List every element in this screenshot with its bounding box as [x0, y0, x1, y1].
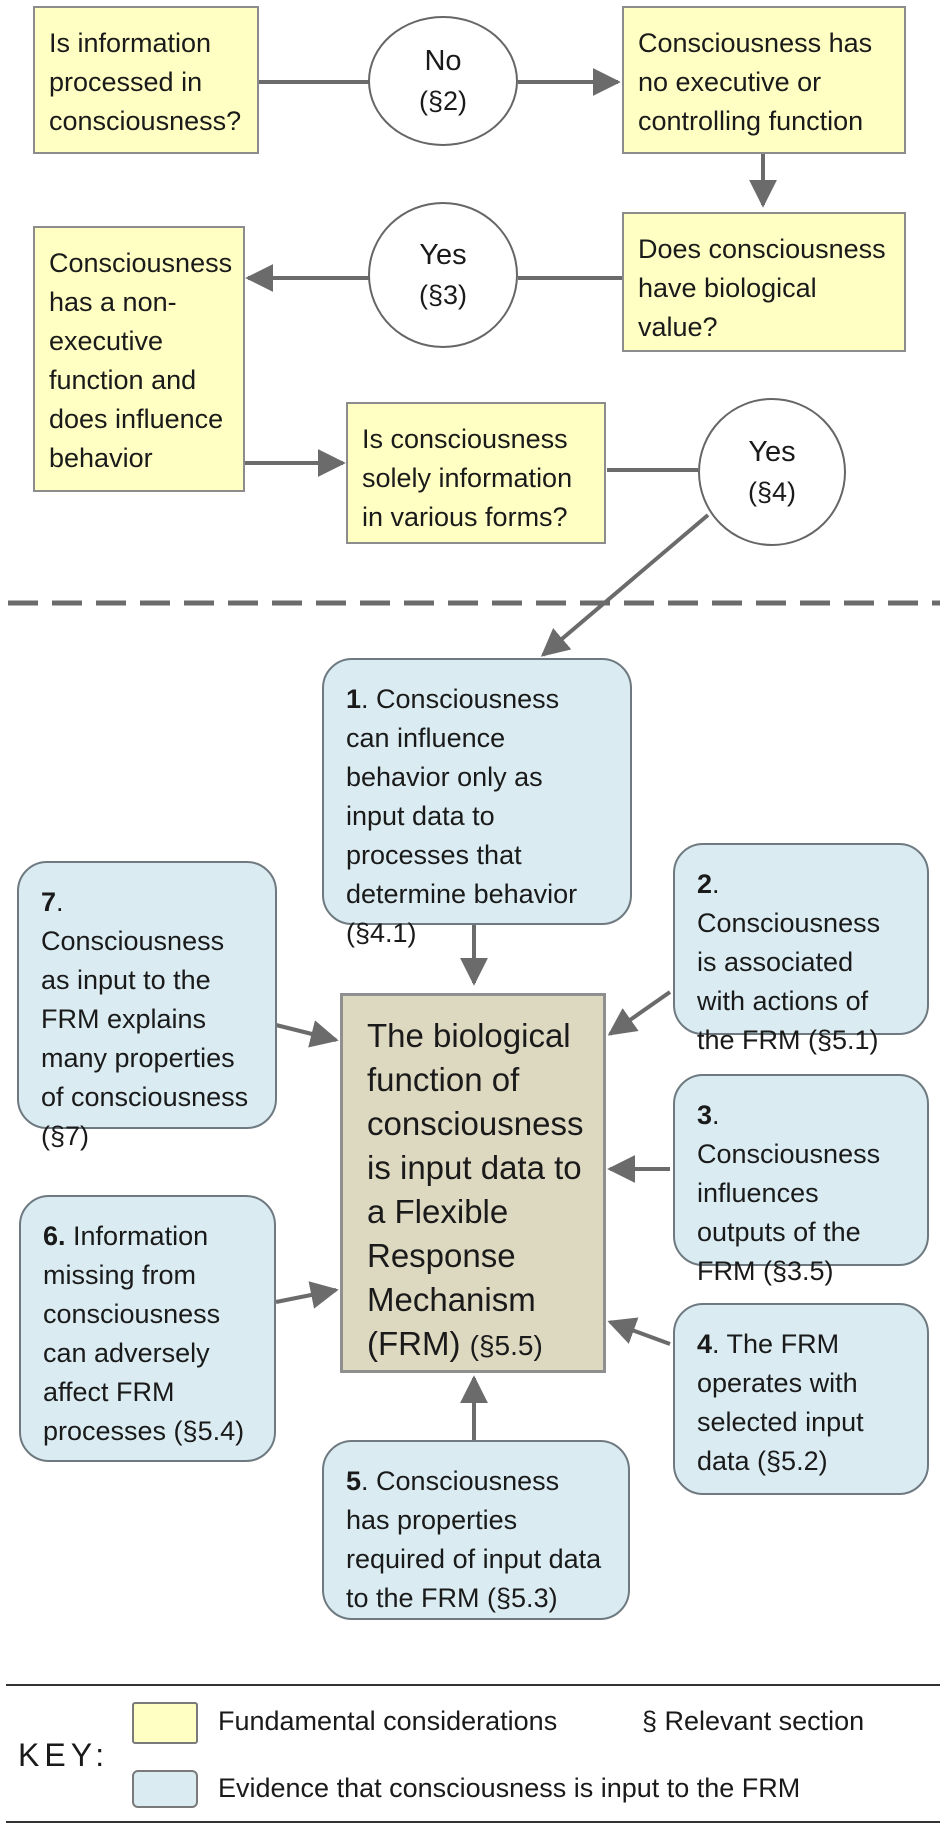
arrow-ev6-center — [275, 1281, 339, 1309]
evidence-2: 2. Consciousness is associated with acti… — [673, 843, 929, 1055]
central-conclusion-box: The biological function of consciousness… — [340, 993, 606, 1373]
evidence-1-text: . Consciousness can influence behavior o… — [346, 684, 578, 948]
arrow-ev4-center — [607, 1317, 671, 1346]
answer-yes-2-label: Yes — [748, 436, 796, 468]
evidence-1-number: 1 — [346, 684, 362, 714]
answer-yes-1-ref: (§3) — [418, 280, 467, 310]
evidence-7: 7. Consciousness as input to the FRM exp… — [17, 861, 277, 1151]
evidence-5: 5. Consciousness has properties required… — [322, 1440, 630, 1620]
key-fundamental-label: Fundamental considerations — [218, 1706, 558, 1736]
evidence-7-number: 7 — [41, 887, 57, 917]
key-title: KEY: — [18, 1737, 110, 1773]
answer-no-ref: (§2) — [418, 86, 467, 116]
evidence-2-number: 2 — [697, 869, 713, 899]
result-non-executive-function: Consciousness has a non-executive functi… — [33, 226, 245, 492]
answer-yes-circle-2: Yes (§4) — [698, 398, 846, 546]
question-info-processed: Is information processed in consciousnes… — [33, 6, 259, 154]
evidence-2-text: . Consciousness is associated with actio… — [697, 869, 881, 1055]
question-solely-information: Is consciousness solely information in v… — [346, 402, 606, 544]
arrow-ev2-center — [607, 990, 672, 1036]
key-section-label: § Relevant section — [642, 1706, 865, 1736]
evidence-6: 6. Information missing from consciousnes… — [19, 1195, 276, 1462]
evidence-3-number: 3 — [697, 1100, 713, 1130]
evidence-6-number: 6. — [43, 1221, 66, 1251]
evidence-4: 4. The FRM operates with selected input … — [673, 1303, 929, 1495]
key-evidence-label: Evidence that consciousness is input to … — [218, 1773, 801, 1803]
evidence-5-text: . Consciousness has properties required … — [346, 1466, 602, 1613]
arrow-yes-ev1 — [540, 513, 710, 657]
evidence-4-text: . The FRM operates with selected input d… — [697, 1329, 864, 1476]
evidence-1: 1. Consciousness can influence behavior … — [322, 658, 632, 948]
evidence-7-text: . Consciousness as input to the FRM expl… — [41, 887, 249, 1151]
answer-yes-1-label: Yes — [419, 239, 467, 271]
evidence-5-number: 5 — [346, 1466, 362, 1496]
evidence-6-text: Information missing from consciousness c… — [43, 1221, 245, 1446]
result-no-executive-function: Consciousness has no executive or contro… — [622, 6, 906, 154]
answer-no-circle: No (§2) — [368, 16, 518, 146]
answer-yes-2-ref: (§4) — [747, 477, 796, 507]
central-conclusion-text: The biological function of consciousness… — [367, 1017, 584, 1362]
arrow-ev7-center — [275, 1020, 339, 1048]
evidence-3: 3. Consciousness influences outputs of t… — [673, 1074, 929, 1286]
evidence-3-text: . Consciousness influences outputs of th… — [697, 1100, 881, 1286]
key-swatch-yellow — [132, 1702, 198, 1744]
evidence-4-number: 4 — [697, 1329, 713, 1359]
central-conclusion-ref: (§5.5) — [469, 1330, 543, 1361]
key-swatch-blue — [132, 1770, 198, 1808]
answer-yes-circle-1: Yes (§3) — [368, 202, 518, 348]
question-biological-value: Does consciousness have biological value… — [622, 212, 906, 352]
answer-no-label: No — [424, 45, 462, 77]
